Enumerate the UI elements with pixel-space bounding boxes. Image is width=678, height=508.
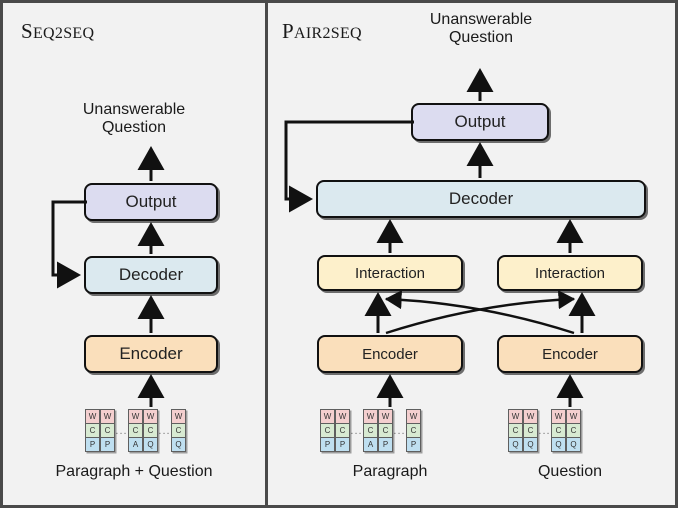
seq2seq-token-cell-c: C — [171, 423, 186, 438]
pair2seq-question-token-cell-p: Q — [566, 437, 581, 452]
seq2seq-token-cell-w: W — [85, 409, 100, 424]
seq2seq-decoder-box[interactable]: Decoder — [84, 256, 218, 294]
pair2seq-question-token-cell-p: Q — [551, 437, 566, 452]
pair2seq-interaction-right-box[interactable]: Interaction — [497, 255, 643, 291]
pair2seq-paragraph-ellipsis: ... — [393, 424, 406, 437]
seq2seq-ellipsis: ... — [158, 424, 171, 437]
pair2seq-question-token-cell-p: Q — [523, 437, 538, 452]
seq2seq-token-cell-w: W — [128, 409, 143, 424]
pair2seq-paragraph-token-cell-c: C — [320, 423, 335, 438]
pair2seq-question-token-cell-p: Q — [508, 437, 523, 452]
pair2seq-paragraph-caption: Paragraph — [352, 463, 428, 480]
pair2seq-panel: PAIR2SEQ Unanswerable Question Output De… — [268, 3, 675, 505]
pair2seq-paragraph-token-cell-c: C — [335, 423, 350, 438]
seq2seq-token-cell-c: C — [143, 423, 158, 438]
pair2seq-output-box[interactable]: Output — [411, 103, 549, 141]
pair2seq-paragraph-token-cell-p: P — [320, 437, 335, 452]
pair2seq-paragraph-token-cell-c: C — [378, 423, 393, 438]
pair2seq-paragraph-token-cell-c: C — [406, 423, 421, 438]
seq2seq-ellipsis: ... — [115, 424, 128, 437]
pair2seq-question-token-cell-w: W — [508, 409, 523, 424]
pair2seq-title-cap: P — [282, 19, 294, 43]
pair2seq-question-token-cell-w: W — [523, 409, 538, 424]
seq2seq-title-tail: EQ — [72, 25, 95, 42]
pair2seq-paragraph-token-cell-w: W — [378, 409, 393, 424]
seq2seq-token-cell-p: A — [128, 437, 143, 452]
seq2seq-title-rest: EQ2S — [32, 25, 73, 42]
pair2seq-paragraph-token-cell-w: W — [363, 409, 378, 424]
pair2seq-title-tail: EQ — [339, 25, 362, 42]
pair2seq-question-caption: Question — [537, 463, 603, 480]
pair2seq-paragraph-token-cell-w: W — [320, 409, 335, 424]
pair2seq-paragraph-token-cell-c: C — [363, 423, 378, 438]
pair2seq-decoder-box[interactable]: Decoder — [316, 180, 646, 218]
panel-divider — [265, 3, 268, 505]
pair2seq-question-ellipsis: ... — [538, 424, 551, 437]
pair2seq-encoder-right-box[interactable]: Encoder — [497, 335, 643, 373]
pair2seq-paragraph-token-cell-p: P — [335, 437, 350, 452]
seq2seq-token-cell-w: W — [100, 409, 115, 424]
pair2seq-paragraph-token-cell-p: A — [363, 437, 378, 452]
pair2seq-paragraph-token-cell-w: W — [406, 409, 421, 424]
pair2seq-paragraph-token-cell-p: P — [406, 437, 421, 452]
seq2seq-panel-title: SEQ2SEQ — [21, 19, 94, 44]
seq2seq-token-cell-w: W — [171, 409, 186, 424]
pair2seq-paragraph-token-cell-p: P — [378, 437, 393, 452]
pair2seq-output-label: Unanswerable Question — [429, 11, 533, 47]
seq2seq-token-cell-w: W — [143, 409, 158, 424]
seq2seq-token-cell-p: P — [100, 437, 115, 452]
seq2seq-encoder-box[interactable]: Encoder — [84, 335, 218, 373]
pair2seq-question-token-cell-c: C — [523, 423, 538, 438]
seq2seq-token-cell-p: Q — [143, 437, 158, 452]
pair2seq-interaction-left-box[interactable]: Interaction — [317, 255, 463, 291]
pair2seq-question-token-cell-w: W — [566, 409, 581, 424]
seq2seq-token-cell-c: C — [100, 423, 115, 438]
pair2seq-question-token-cell-c: C — [566, 423, 581, 438]
seq2seq-output-label: Unanswerable Question — [82, 101, 186, 137]
pair2seq-paragraph-ellipsis: ... — [350, 424, 363, 437]
seq2seq-token-cell-c: C — [128, 423, 143, 438]
pair2seq-question-token-cell-c: C — [551, 423, 566, 438]
pair2seq-question-token-cell-w: W — [551, 409, 566, 424]
pair2seq-question-token-cell-c: C — [508, 423, 523, 438]
seq2seq-title-cap: S — [21, 19, 33, 43]
seq2seq-input-caption: Paragraph + Question — [55, 463, 213, 480]
seq2seq-token-cell-c: C — [85, 423, 100, 438]
seq2seq-token-cell-p: Q — [171, 437, 186, 452]
pair2seq-panel-title: PAIR2SEQ — [282, 19, 362, 44]
seq2seq-output-box[interactable]: Output — [84, 183, 218, 221]
pair2seq-title-rest: AIR2S — [293, 25, 340, 42]
seq2seq-panel: SEQ2SEQ Unanswerable Question Output Dec… — [3, 3, 265, 505]
pair2seq-encoder-left-box[interactable]: Encoder — [317, 335, 463, 373]
seq2seq-token-cell-p: P — [85, 437, 100, 452]
pair2seq-paragraph-token-cell-w: W — [335, 409, 350, 424]
